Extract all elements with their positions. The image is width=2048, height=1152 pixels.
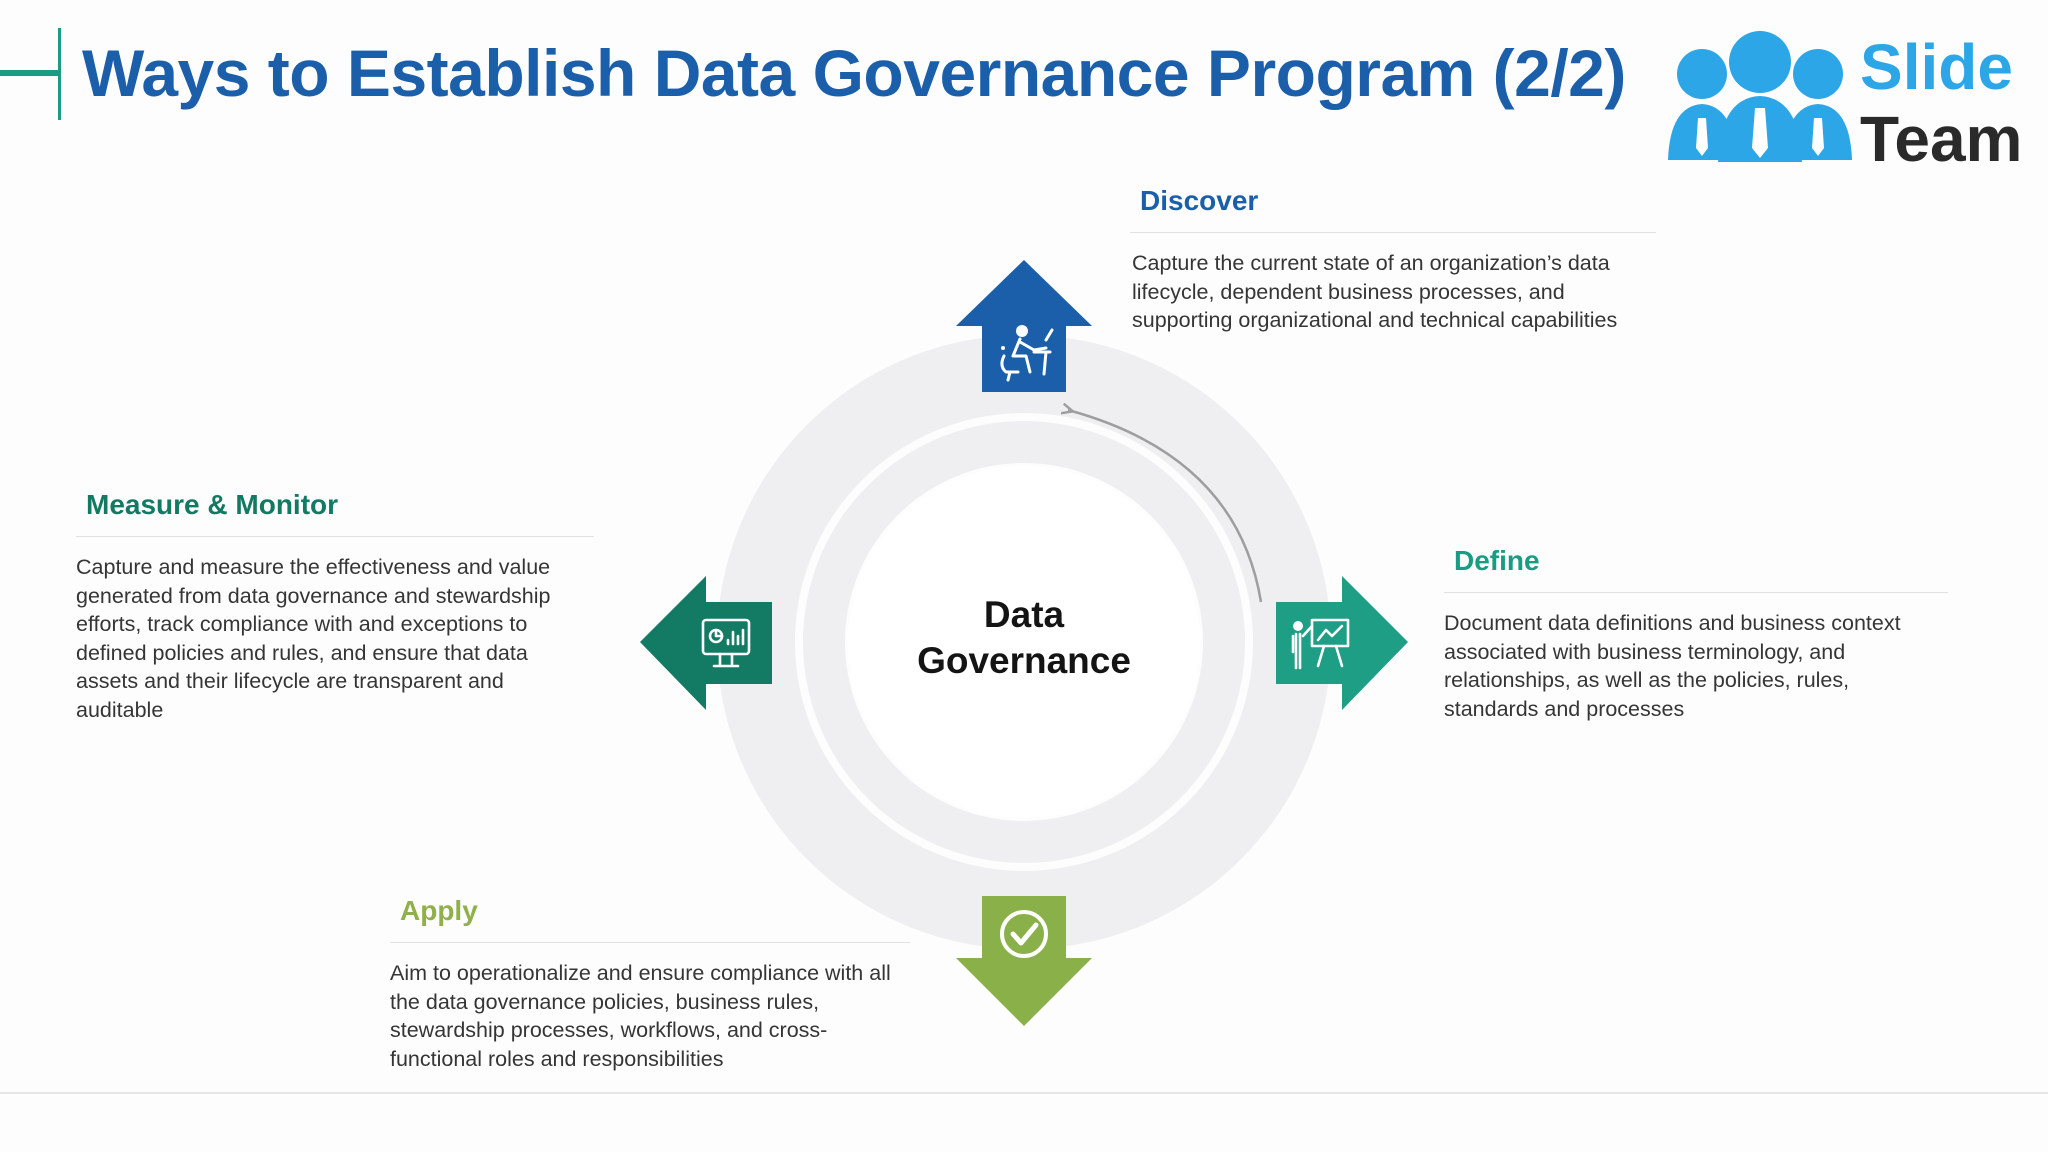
slideteam-logo: Slide Team [1660,22,2030,175]
discover-heading: Discover [1130,182,1656,233]
measure-text: Capture and measure the effectiveness an… [76,555,551,722]
inner-ring [803,421,1245,863]
center-label-line2: Governance [917,640,1131,681]
define-arrow [1276,576,1408,710]
center-label-line1: Data [983,594,1065,635]
apply-text: Aim to operationalize and ensure complia… [390,961,891,1071]
define-block: Define Document data definitions and bus… [1444,542,1948,723]
discover-arrow [956,260,1092,392]
logo-text-slide: Slide [1860,31,2013,103]
monitor-chart-icon [701,618,751,668]
center-disc [848,466,1200,818]
title-accent-divider [58,28,61,120]
apply-heading: Apply [390,892,910,943]
title-accent-bar [0,70,60,76]
discover-text: Capture the current state of an organiza… [1132,251,1618,332]
logo-text-team: Team [1860,103,2023,175]
team-people-icon [1668,31,1852,162]
presentation-board-icon [1291,618,1350,670]
cycle-arrow [1068,410,1263,603]
apply-arrow [956,896,1092,1026]
define-heading: Define [1444,542,1948,593]
footer-divider [0,1092,2048,1094]
person-at-computer-icon [1000,325,1054,382]
measure-arrow [640,576,772,710]
apply-block: Apply Aim to operationalize and ensure c… [390,892,910,1073]
page-title: Ways to Establish Data Governance Progra… [82,36,1626,110]
discover-block: Discover Capture the current state of an… [1130,182,1656,335]
measure-heading: Measure & Monitor [76,486,594,537]
center-label: Data Governance [874,592,1174,684]
define-text: Document data definitions and business c… [1444,611,1901,721]
measure-block: Measure & Monitor Capture and measure th… [76,486,594,724]
check-circle-icon [1000,910,1048,958]
